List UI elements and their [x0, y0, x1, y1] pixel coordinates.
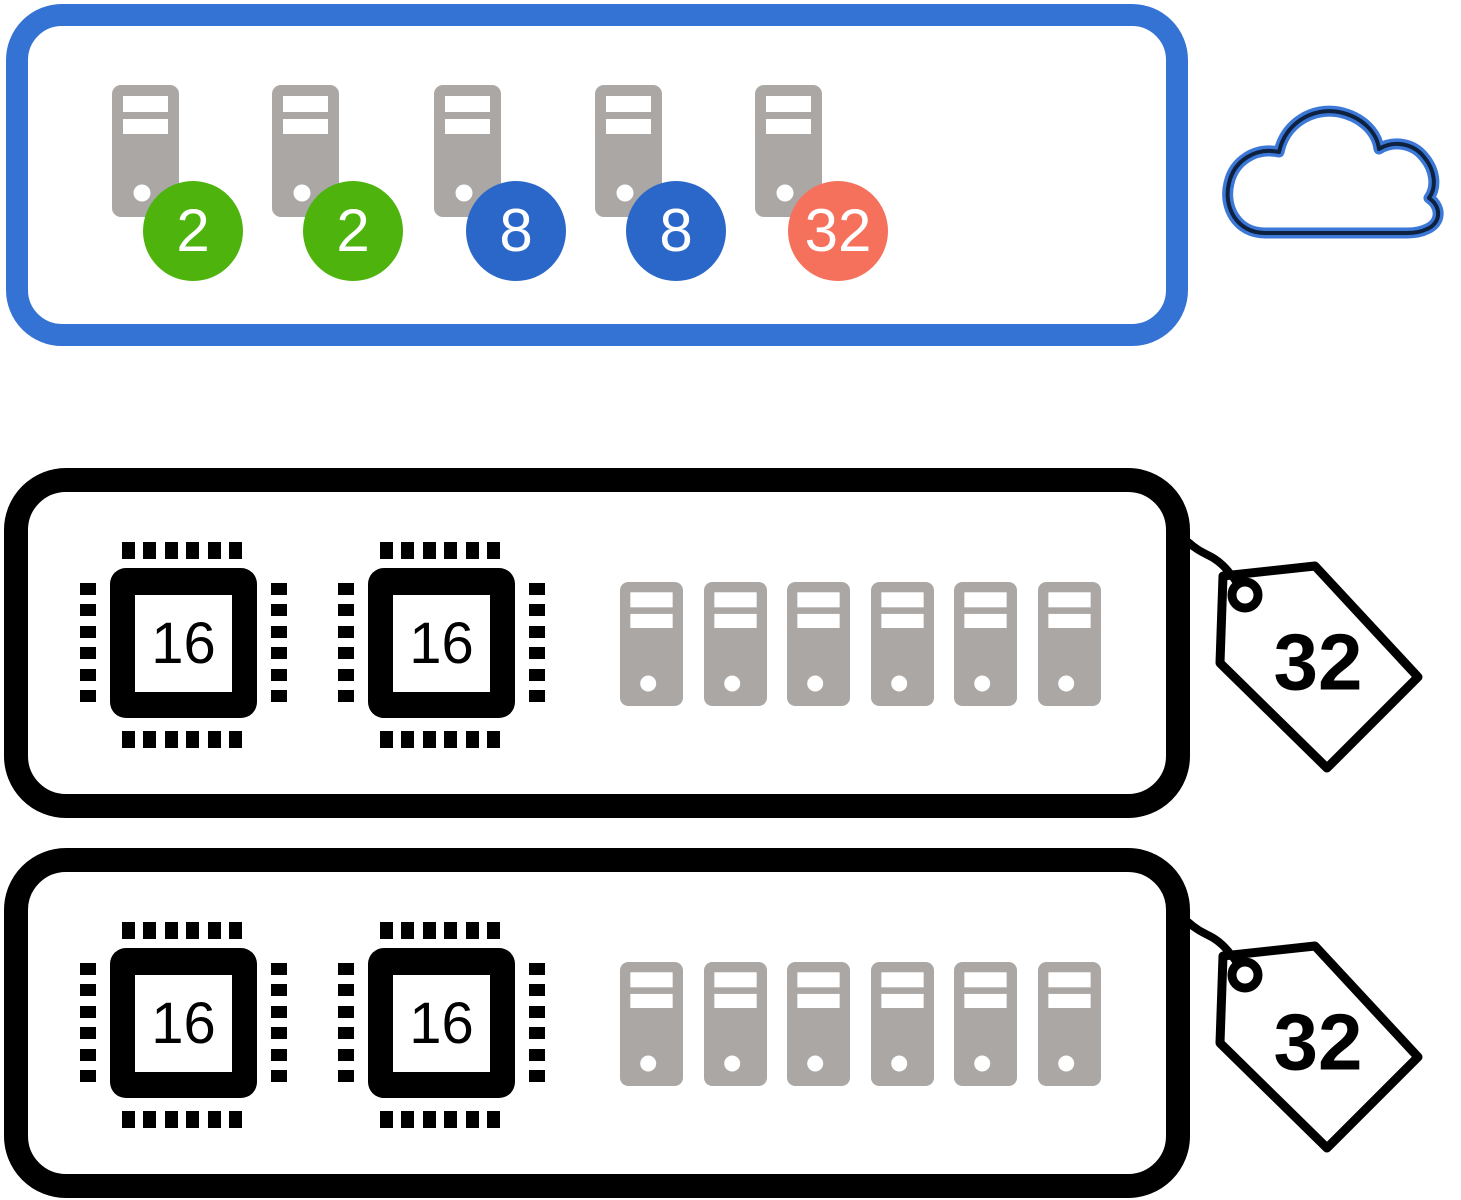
cloud-icon — [1222, 105, 1444, 239]
pool-vm: 2 — [112, 85, 327, 285]
pool-vm: 32 — [755, 85, 970, 285]
cpu-chip: 16 — [338, 922, 545, 1128]
pool-vm: 2 — [272, 85, 487, 285]
price-tag-host-1: 32 — [1184, 538, 1423, 773]
price-tag-host-2: 32 — [1184, 918, 1423, 1153]
vcpu-count: 2 — [336, 197, 370, 264]
vm-server-row — [620, 960, 1101, 1088]
server-icon — [620, 580, 683, 708]
vcpu-badge: 8 — [466, 181, 566, 281]
vcpu-badge: 8 — [626, 181, 726, 281]
server-icon — [871, 580, 934, 708]
tag-vcpu-total: 32 — [1274, 618, 1363, 707]
server-icon — [704, 960, 767, 1088]
tag-vcpu-total: 32 — [1274, 998, 1363, 1087]
pool-vm: 8 — [595, 85, 810, 285]
cpu-core-count: 16 — [151, 611, 216, 676]
server-icon — [787, 580, 850, 708]
vcpu-count: 8 — [499, 197, 533, 264]
vcpu-badge: 2 — [303, 181, 403, 281]
host-box-1: 16 16 — [4, 468, 1190, 818]
server-icon — [954, 580, 1017, 708]
server-icon — [704, 580, 767, 708]
host-box-2: 16 16 — [4, 848, 1190, 1198]
vm-server-row — [620, 580, 1101, 708]
cloud-vm-pool-box: 2 2 8 8 — [6, 4, 1188, 346]
cpu-chip: 16 — [338, 542, 545, 748]
server-icon — [787, 960, 850, 1088]
vcpu-count: 32 — [804, 197, 872, 264]
cpu-chip: 16 — [80, 922, 287, 1128]
cpu-core-count: 16 — [409, 611, 474, 676]
pool-vm: 8 — [434, 85, 649, 285]
server-icon — [620, 960, 683, 1088]
cpu-chip: 16 — [80, 542, 287, 748]
server-icon — [954, 960, 1017, 1088]
vcpu-count: 2 — [176, 197, 210, 264]
vcpu-badge: 32 — [788, 181, 888, 281]
cpu-core-count: 16 — [409, 991, 474, 1056]
cpu-core-count: 16 — [151, 991, 216, 1056]
vcpu-badge: 2 — [143, 181, 243, 281]
server-icon — [1038, 580, 1101, 708]
vcpu-count: 8 — [659, 197, 693, 264]
server-icon — [1038, 960, 1101, 1088]
server-icon — [871, 960, 934, 1088]
